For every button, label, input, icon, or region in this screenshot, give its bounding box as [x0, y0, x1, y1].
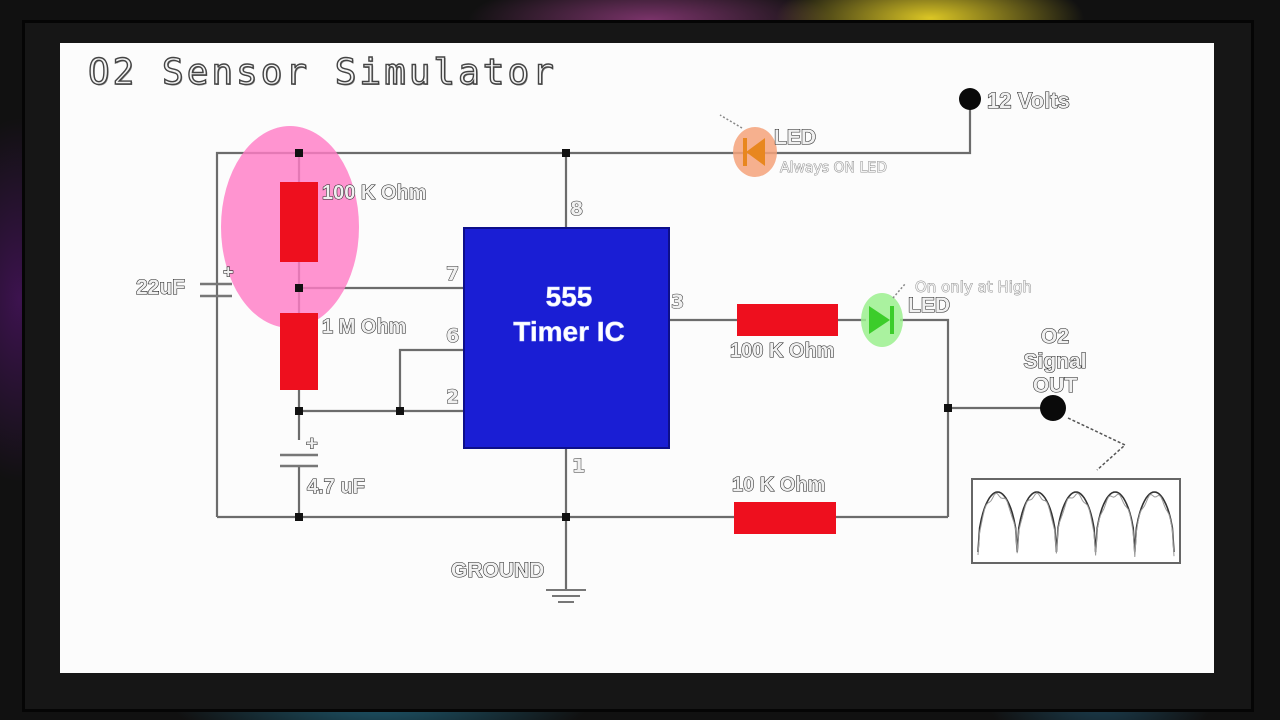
- ground-symbol: [546, 589, 586, 603]
- ic-label-555: 555: [546, 281, 593, 312]
- supply-label: 12 Volts: [987, 88, 1070, 113]
- ic-label-timer: Timer IC: [513, 316, 625, 347]
- pin-6-label: 6: [446, 325, 459, 347]
- pin-2-label: 2: [446, 386, 459, 408]
- wire-top-rail: [215, 100, 972, 517]
- capacitor-22uf-label: 22uF: [136, 276, 185, 299]
- led-signal-note: On only at High: [915, 278, 1032, 296]
- ground-label: GROUND: [451, 559, 544, 582]
- resistor-100k-output-label: 100 K Ohm: [730, 340, 834, 362]
- wire-right-rail: [900, 318, 950, 517]
- pin-3-label: 3: [671, 291, 684, 313]
- led-power-label: LED: [774, 126, 816, 149]
- resistor-100k-top-label: 100 K Ohm: [322, 182, 426, 204]
- junction-dots: [295, 149, 952, 521]
- capacitor-22uf: [200, 282, 232, 298]
- capacitor-4-7uf: [280, 453, 318, 468]
- slide-title: O2 Sensor Simulator: [87, 51, 557, 93]
- resistor-100k-output: [737, 304, 838, 336]
- pin-1-label: 1: [572, 455, 585, 477]
- pin-7-label: 7: [446, 263, 459, 285]
- wire-pin6: [398, 348, 464, 411]
- resistor-10k-label: 10 K Ohm: [732, 474, 825, 496]
- capacitor-4-7uf-plus: +: [306, 433, 318, 455]
- timer-ic-body: [463, 227, 670, 449]
- resistor-100k-top: [280, 182, 318, 262]
- oscilloscope-waveform: [971, 478, 1181, 564]
- output-label-line2: Signal: [1023, 350, 1086, 373]
- capacitor-4-7uf-label: 4.7 uF: [307, 476, 365, 498]
- output-terminal: [1040, 395, 1066, 421]
- pin-8-label: 8: [570, 198, 583, 220]
- led-power: [719, 114, 777, 177]
- led-signal-label: LED: [908, 294, 950, 317]
- supply-terminal: [959, 88, 981, 110]
- led-signal: [861, 283, 906, 347]
- output-label-line1: O2: [1041, 325, 1069, 348]
- resistor-10k: [734, 502, 836, 534]
- output-label-line3: OUT: [1033, 374, 1078, 397]
- resistor-1m-label: 1 M Ohm: [322, 316, 406, 338]
- capacitor-22uf-plus: +: [223, 262, 234, 282]
- resistor-1m: [280, 313, 318, 390]
- led-power-note: Always ON LED: [780, 160, 887, 176]
- output-pointer: [1067, 417, 1127, 471]
